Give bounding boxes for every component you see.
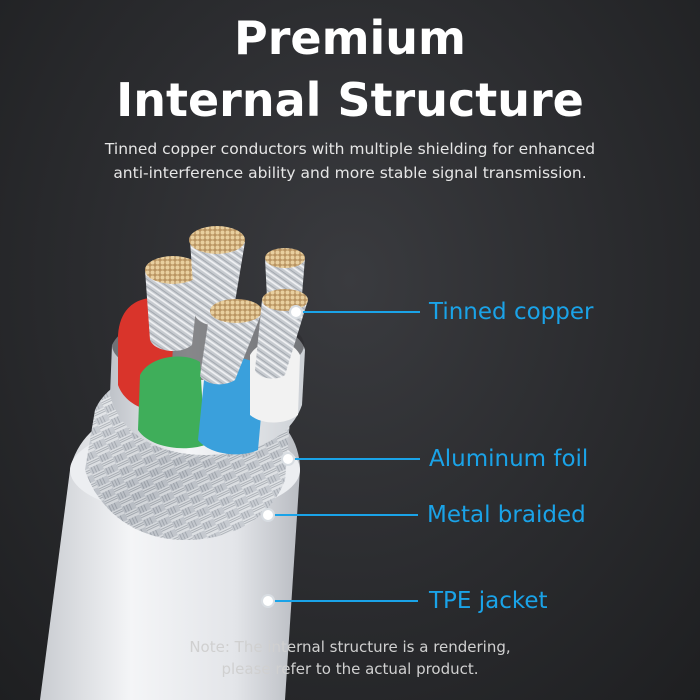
callout-label-tinned-copper: Tinned copper <box>429 299 594 325</box>
callout-dot-tinned-copper <box>289 305 303 319</box>
callout-line-aluminum-foil <box>288 458 420 460</box>
callout-label-aluminum-foil: Aluminum foil <box>429 446 589 472</box>
callout-dot-aluminum-foil <box>281 452 295 466</box>
callout-label-tpe-jacket: TPE jacket <box>429 588 548 614</box>
callout-line-tpe-jacket <box>268 600 418 602</box>
callout-dot-metal-braided <box>261 508 275 522</box>
page-title-line1: Premium <box>234 11 466 65</box>
disclaimer-note-line1: Note: The internal structure is a render… <box>189 638 511 656</box>
subtitle-line2: anti-interference ability and more stabl… <box>113 164 587 182</box>
page-title-line2: Internal Structure <box>116 73 584 127</box>
disclaimer-note-line2: please refer to the actual product. <box>221 660 479 678</box>
callout-label-metal-braided: Metal braided <box>427 502 586 528</box>
tinned-copper-strands <box>145 226 308 385</box>
callout-dot-tpe-jacket <box>261 594 275 608</box>
subtitle-line1: Tinned copper conductors with multiple s… <box>104 140 596 158</box>
callout-line-metal-braided <box>268 514 418 516</box>
callout-line-tinned-copper <box>296 311 420 313</box>
